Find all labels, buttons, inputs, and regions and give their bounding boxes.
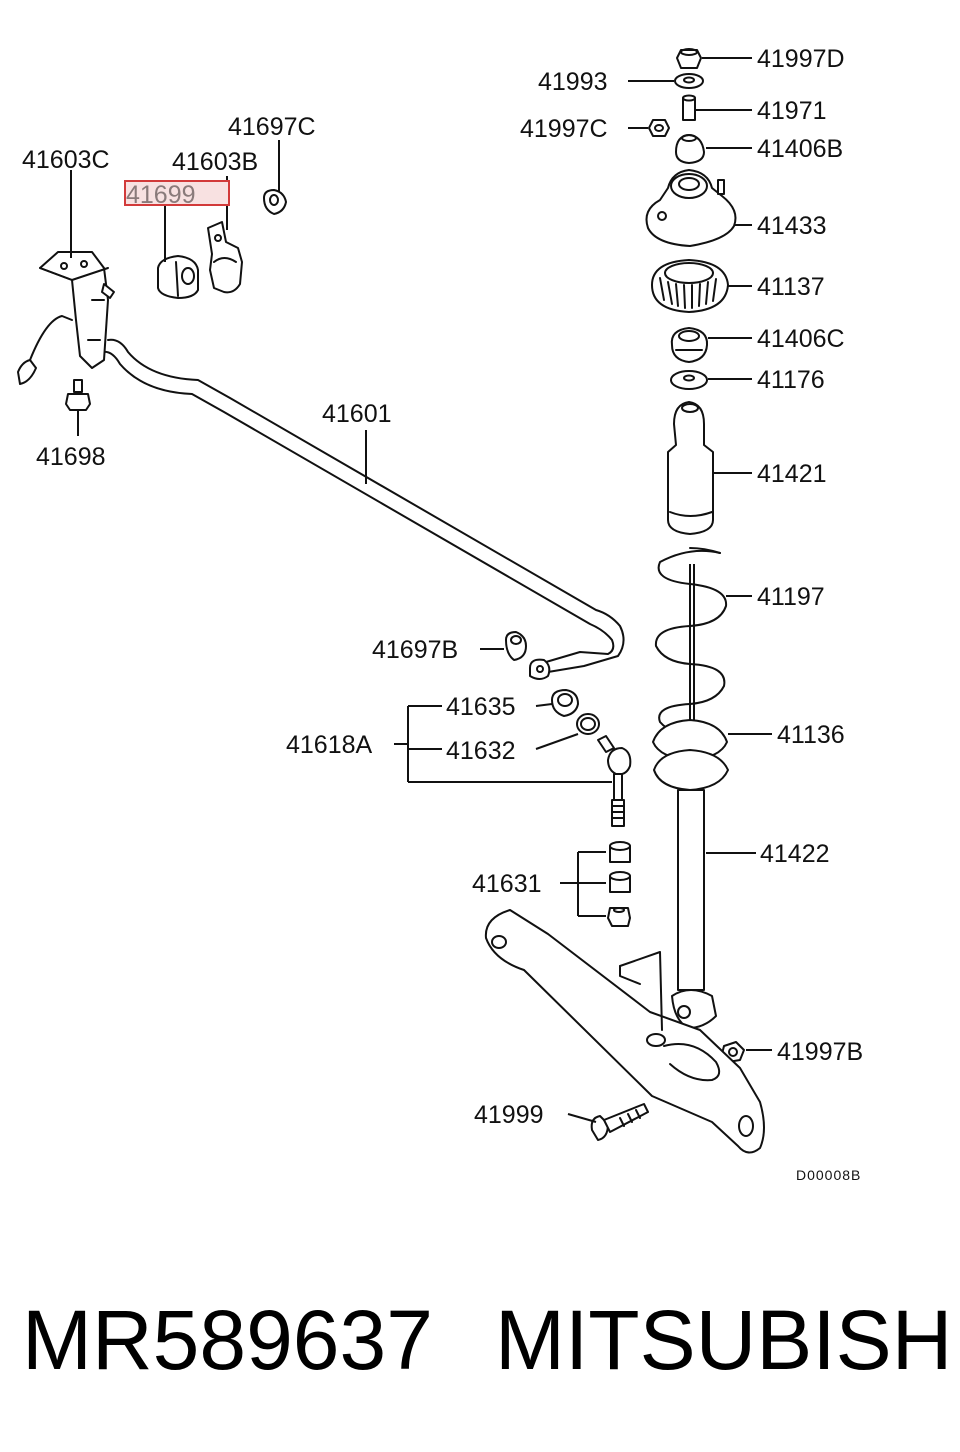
part-number: MR589637 (22, 1293, 433, 1387)
label-41993: 41993 (538, 68, 608, 96)
part-41601-stabilizer-bar (101, 338, 625, 680)
label-41699: 41699 (126, 181, 196, 209)
part-41632-ring (576, 713, 600, 735)
brand-name: MITSUBISHI (495, 1293, 960, 1387)
part-41698-bolt (65, 379, 91, 411)
part-41197-spring (654, 547, 728, 737)
label-41406C: 41406C (757, 325, 845, 353)
part-41603B-clamp (207, 221, 243, 294)
part-41137-bearing (651, 259, 729, 313)
part-41997D-nut (676, 48, 702, 69)
label-41997C: 41997C (520, 115, 608, 143)
part-41971-collar (682, 94, 696, 121)
part-41406C-bumper (670, 327, 709, 363)
label-41631: 41631 (472, 870, 542, 898)
part-41422-absorber (671, 789, 717, 1029)
label-41698: 41698 (36, 443, 106, 471)
part-41631-bushings (607, 841, 631, 927)
label-41136: 41136 (777, 721, 845, 749)
label-41618A: 41618A (286, 731, 373, 759)
label-41601: 41601 (322, 400, 392, 428)
part-41699-bushing (157, 255, 199, 299)
drawing-code: D00008B (796, 1167, 861, 1183)
label-41176: 41176 (757, 366, 825, 394)
label-41635: 41635 (446, 693, 516, 721)
part-41603C-bracket (17, 251, 115, 385)
part-41997C-nut (648, 119, 670, 137)
label-41632: 41632 (446, 737, 516, 765)
label-41421: 41421 (757, 460, 827, 488)
part-41433-mount (645, 169, 737, 247)
part-41136-seat (652, 719, 729, 791)
label-41603B: 41603B (172, 148, 258, 176)
product-caption: MR589637 MITSUBISHI (0, 1290, 960, 1400)
parts-diagram: 41997D 41993 41971 41997C 41406B 41433 4… (17, 45, 863, 1183)
label-41406B: 41406B (757, 135, 843, 163)
label-41999: 41999 (474, 1101, 544, 1129)
part-41176-seat (670, 370, 708, 390)
label-41997B: 41997B (777, 1038, 863, 1066)
label-41137: 41137 (757, 273, 825, 301)
label-41433: 41433 (757, 212, 827, 240)
label-41697C: 41697C (228, 113, 316, 141)
label-41197: 41197 (757, 583, 825, 611)
part-labels: 41997D 41993 41971 41997C 41406B 41433 4… (22, 45, 863, 1183)
part-41635-bushing (551, 689, 579, 717)
leader-lines (70, 57, 772, 1123)
label-41997D: 41997D (757, 45, 845, 73)
stabilizer-link (551, 689, 632, 927)
strut-assembly (645, 48, 745, 1063)
part-41697B-bushing (505, 631, 527, 661)
part-41421-boot (667, 401, 714, 535)
label-41603C: 41603C (22, 146, 110, 174)
part-41697C-nut (263, 189, 287, 215)
part-41406B-cap (675, 134, 705, 164)
label-41697B: 41697B (372, 636, 458, 664)
part-41993-washer (674, 73, 704, 89)
trailing-arm (484, 909, 765, 1154)
label-41422: 41422 (760, 840, 830, 868)
highlight-box (124, 180, 230, 206)
part-link-rod (597, 735, 632, 827)
part-41999-bolt (590, 1103, 649, 1141)
label-41971: 41971 (757, 97, 827, 125)
